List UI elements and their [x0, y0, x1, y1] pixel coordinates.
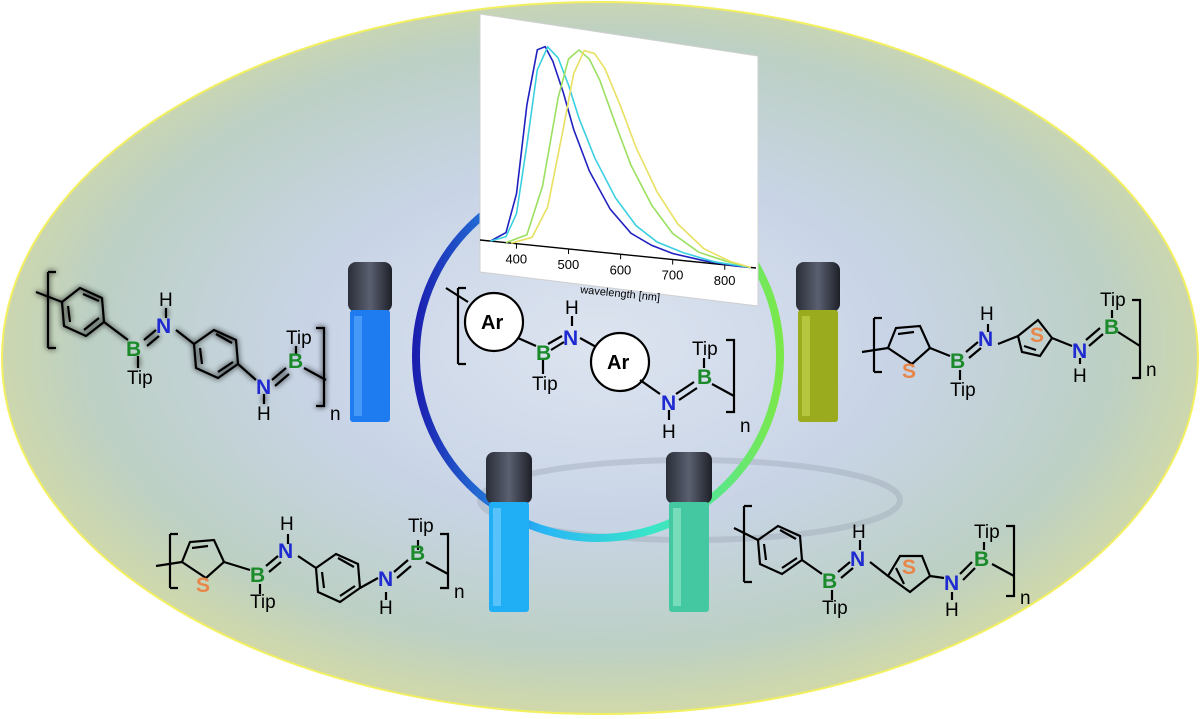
spectrum-line-2 — [490, 45, 751, 269]
center-n2: N — [661, 392, 676, 415]
tr-tip1: Tip — [950, 380, 976, 401]
x-ticks: 400 500 600 700 800 — [505, 243, 736, 288]
br-n1: N — [850, 548, 865, 571]
spectrum-line-4 — [510, 49, 752, 269]
tl-h2: H — [257, 404, 271, 425]
polymer-bottom-left — [155, 532, 450, 604]
br-tip2: Tip — [974, 522, 1000, 543]
tr-n-subscript: n — [1146, 360, 1157, 381]
center-n1: N — [563, 327, 578, 350]
center-n-subscript: n — [740, 416, 751, 437]
br-s1: S — [902, 556, 916, 579]
spectra-series — [490, 45, 752, 269]
polymer-bottom-right — [733, 504, 1016, 600]
tr-b1: B — [950, 350, 965, 373]
x-axis — [479, 239, 757, 269]
tl-b1: B — [126, 338, 141, 361]
tl-h1: H — [159, 290, 173, 311]
center-ar-2: Ar — [607, 352, 629, 374]
bl-n2: N — [378, 568, 393, 591]
x-tick-label-600: 600 — [610, 262, 632, 277]
vial-top-left — [348, 262, 392, 422]
tr-s2: S — [1030, 324, 1044, 347]
center-tip1: Tip — [532, 374, 558, 395]
bl-n-subscript: n — [454, 582, 465, 603]
br-n-subscript: n — [1020, 588, 1031, 609]
tr-h1: H — [980, 304, 994, 325]
bl-tip2: Tip — [408, 516, 434, 537]
bl-tip1: Tip — [250, 592, 276, 613]
br-tip1: Tip — [822, 598, 848, 619]
tl-tip1: Tip — [127, 368, 153, 389]
br-b1: B — [822, 570, 837, 593]
tl-n1: N — [156, 315, 171, 338]
bl-s1: S — [196, 574, 210, 597]
center-tip2: Tip — [692, 339, 718, 360]
polymer-top-right — [861, 298, 1142, 380]
bl-h1: H — [280, 514, 294, 535]
spectrum-line-1 — [490, 45, 751, 269]
center-b2: B — [697, 366, 712, 389]
center-h1: H — [565, 298, 579, 319]
polymer-top-left — [35, 270, 327, 408]
bl-b2: B — [410, 542, 425, 565]
tl-n-subscript: n — [330, 404, 341, 425]
vial-bottom-left — [486, 452, 532, 612]
spectrum-line-3 — [505, 48, 751, 269]
tr-h2: H — [1073, 366, 1087, 387]
center-h2: H — [662, 422, 676, 443]
vial-top-right — [796, 262, 840, 422]
x-tick-label-500: 500 — [558, 257, 580, 272]
tl-n2: N — [256, 376, 271, 399]
bl-n1: N — [278, 540, 293, 563]
x-tick-label-800: 800 — [714, 273, 736, 288]
chart-panel — [479, 13, 759, 307]
br-h2: H — [945, 600, 959, 621]
br-n2: N — [944, 572, 959, 595]
x-tick-label-400: 400 — [505, 252, 527, 267]
br-b2: B — [974, 548, 989, 571]
tl-b2: B — [288, 350, 303, 373]
tr-n1: N — [978, 328, 993, 351]
tl-tip2: Tip — [286, 328, 312, 349]
x-tick-label-700: 700 — [662, 268, 684, 283]
tr-n2: N — [1072, 340, 1087, 363]
vial-bottom-right — [666, 452, 712, 612]
center-generic-polymer — [445, 286, 736, 420]
tr-b2: B — [1104, 316, 1119, 339]
center-ar-1: Ar — [481, 312, 503, 334]
tr-tip2: Tip — [1100, 290, 1126, 311]
tr-s1: S — [902, 360, 916, 383]
br-h1: H — [852, 522, 866, 543]
bl-h2: H — [379, 598, 393, 619]
center-b1: B — [536, 342, 551, 365]
bl-b1: B — [250, 564, 265, 587]
